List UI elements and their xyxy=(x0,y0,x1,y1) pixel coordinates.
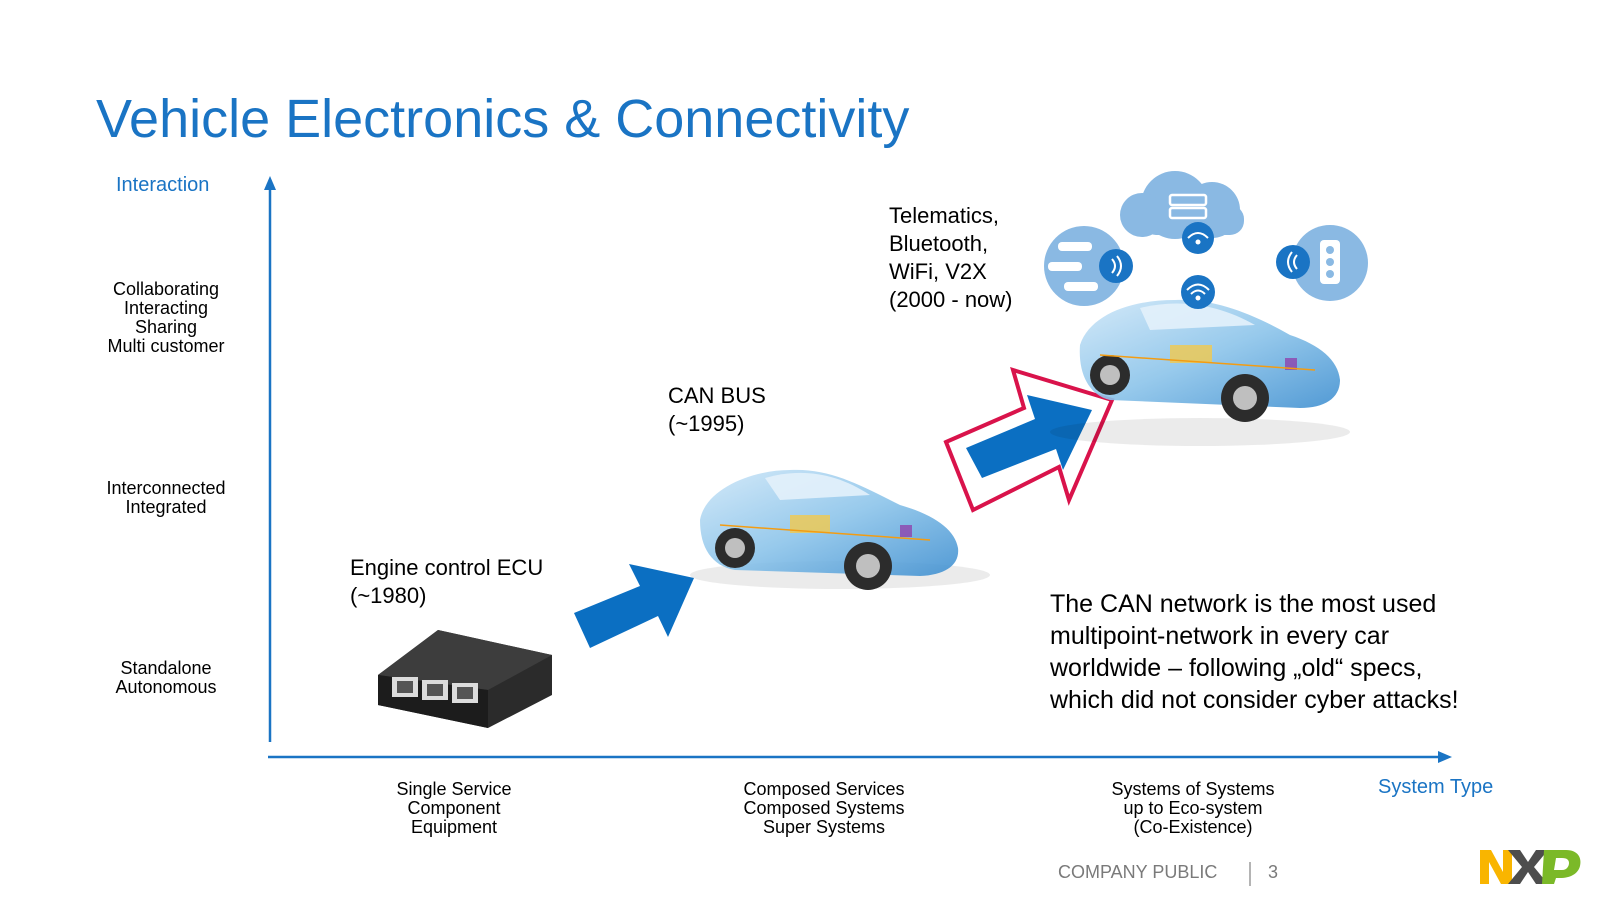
y-axis-label: Interaction xyxy=(116,174,210,196)
signal-icon xyxy=(1276,245,1310,279)
cars-icon xyxy=(1044,226,1124,306)
y-axis xyxy=(264,176,276,742)
x-category-line: (Co-Existence) xyxy=(1133,817,1253,837)
x-category-line: Single Service xyxy=(396,779,512,799)
y-level-collaborating: Collaborating Interacting Sharing Multi … xyxy=(66,280,266,356)
x-category-line: Composed Services xyxy=(743,779,905,799)
progress-arrow-2 xyxy=(943,367,1115,513)
signal-icon xyxy=(1099,249,1133,283)
footer-classification: COMPANY PUBLIC xyxy=(1058,862,1218,882)
y-level-line: Sharing xyxy=(134,317,198,337)
car-can-icon xyxy=(690,469,990,590)
stage-line: WiFi, V2X xyxy=(889,259,987,284)
callout-line: worldwide – following „old“ specs, xyxy=(1050,654,1423,682)
y-level-line: Integrated xyxy=(125,497,207,517)
callout-line: multipoint-network in every car xyxy=(1050,622,1390,650)
ecu-module-icon xyxy=(378,630,552,728)
stage-period: (~1995) xyxy=(668,411,745,436)
x-category-line: Composed Systems xyxy=(743,798,905,818)
callout-line: which did not consider cyber attacks! xyxy=(1050,686,1459,714)
x-category-line: up to Eco-system xyxy=(1123,798,1263,818)
x-category-systems-of-systems: Systems of Systems up to Eco-system (Co-… xyxy=(1073,780,1313,837)
x-category-line: Component xyxy=(407,798,501,818)
callout-text: The CAN network is the most used multipo… xyxy=(1050,588,1459,716)
car-connected-icon xyxy=(1050,299,1350,446)
x-category-single-service: Single Service Component Equipment xyxy=(334,780,574,837)
stage-period: (~1980) xyxy=(350,583,427,608)
progress-arrow-1 xyxy=(574,564,694,648)
y-level-line: Autonomous xyxy=(115,677,217,697)
y-level-interconnected: Interconnected Integrated xyxy=(66,479,266,517)
stage-line: Telematics, xyxy=(889,203,1000,228)
cloud-server-icon xyxy=(1120,171,1244,239)
y-level-line: Multi customer xyxy=(107,336,225,356)
wifi-icon xyxy=(1181,222,1215,309)
x-category-composed-services: Composed Services Composed Systems Super… xyxy=(704,780,944,837)
stage-line: Bluetooth, xyxy=(889,231,989,256)
y-level-line: Standalone xyxy=(120,658,212,678)
y-level-line: Collaborating xyxy=(112,279,220,299)
stage-line: (2000 - now) xyxy=(889,287,1013,312)
x-axis xyxy=(268,751,1452,763)
stage-can-label: CAN BUS (~1995) xyxy=(668,382,766,438)
stage-name: CAN BUS xyxy=(668,383,766,408)
y-level-standalone: Standalone Autonomous xyxy=(66,659,266,697)
y-level-line: Interacting xyxy=(123,298,209,318)
x-category-line: Equipment xyxy=(410,817,498,837)
y-level-line: Interconnected xyxy=(106,478,226,498)
page-number: 3 xyxy=(1268,862,1279,882)
stage-telematics-label: Telematics, Bluetooth, WiFi, V2X (2000 -… xyxy=(889,202,1013,314)
page-title: Vehicle Electronics & Connectivity xyxy=(96,89,910,149)
stage-name: Engine control ECU xyxy=(350,555,544,580)
callout-line: The CAN network is the most used xyxy=(1050,590,1437,618)
nxp-logo xyxy=(1480,850,1581,884)
traffic-light-icon xyxy=(1292,225,1368,301)
x-axis-label: System Type xyxy=(1378,776,1494,798)
x-category-line: Super Systems xyxy=(762,817,886,837)
x-category-line: Systems of Systems xyxy=(1111,779,1275,799)
stage-ecu-label: Engine control ECU (~1980) xyxy=(350,554,543,610)
